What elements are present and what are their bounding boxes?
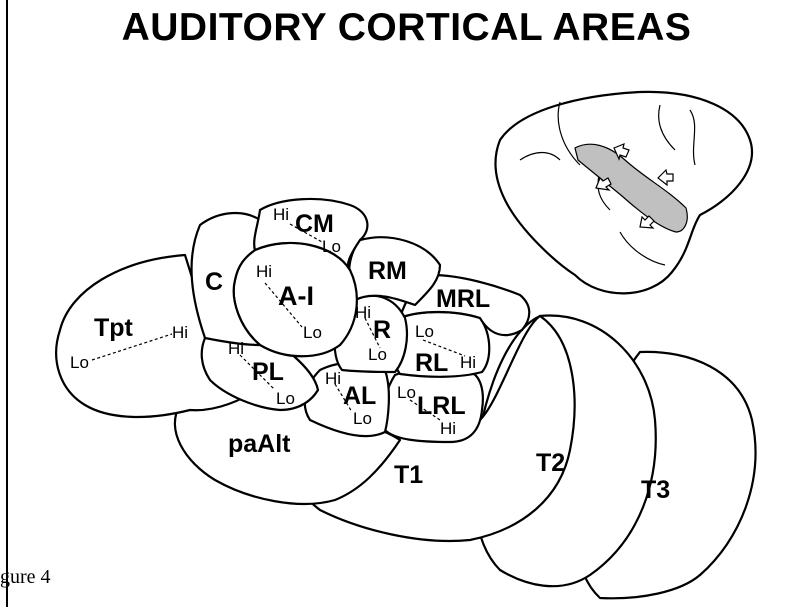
label-pl-hi: Hi [228,339,244,358]
label-rl-lo: Lo [415,322,434,341]
label-rl: RL [415,349,448,377]
label-ai-lo: Lo [303,323,322,342]
label-lrl-hi: Hi [440,419,456,438]
label-cm-hi: Hi [273,205,289,224]
label-rm: RM [368,257,407,285]
label-cm-lo: Lo [322,237,341,256]
label-al-lo: Lo [353,409,372,428]
label-t3: T3 [641,476,670,504]
label-rl-hi: Hi [460,353,476,372]
label-pl: PL [252,358,284,386]
label-tpt-hi: Hi [172,323,188,342]
label-c: C [205,268,223,296]
label-cm: CM [295,210,334,238]
label-al-hi: Hi [325,369,341,388]
brain-inset [495,92,752,294]
label-t1: T1 [394,461,423,489]
label-pl-lo: Lo [276,389,295,408]
label-r-lo: Lo [368,345,387,364]
label-mrl: MRL [436,285,490,313]
label-r: R [373,316,391,344]
label-lrl-lo: Lo [397,383,416,402]
label-ai: A-I [278,281,314,311]
label-lrl: LRL [417,392,466,420]
label-tpt: Tpt [94,314,134,342]
label-tpt-lo: Lo [70,353,89,372]
label-paalt: paAlt [228,430,291,458]
label-ai-hi: Hi [256,262,272,281]
label-al: AL [343,382,376,410]
label-r-hi: Hi [355,303,371,322]
label-t2: T2 [536,449,565,477]
